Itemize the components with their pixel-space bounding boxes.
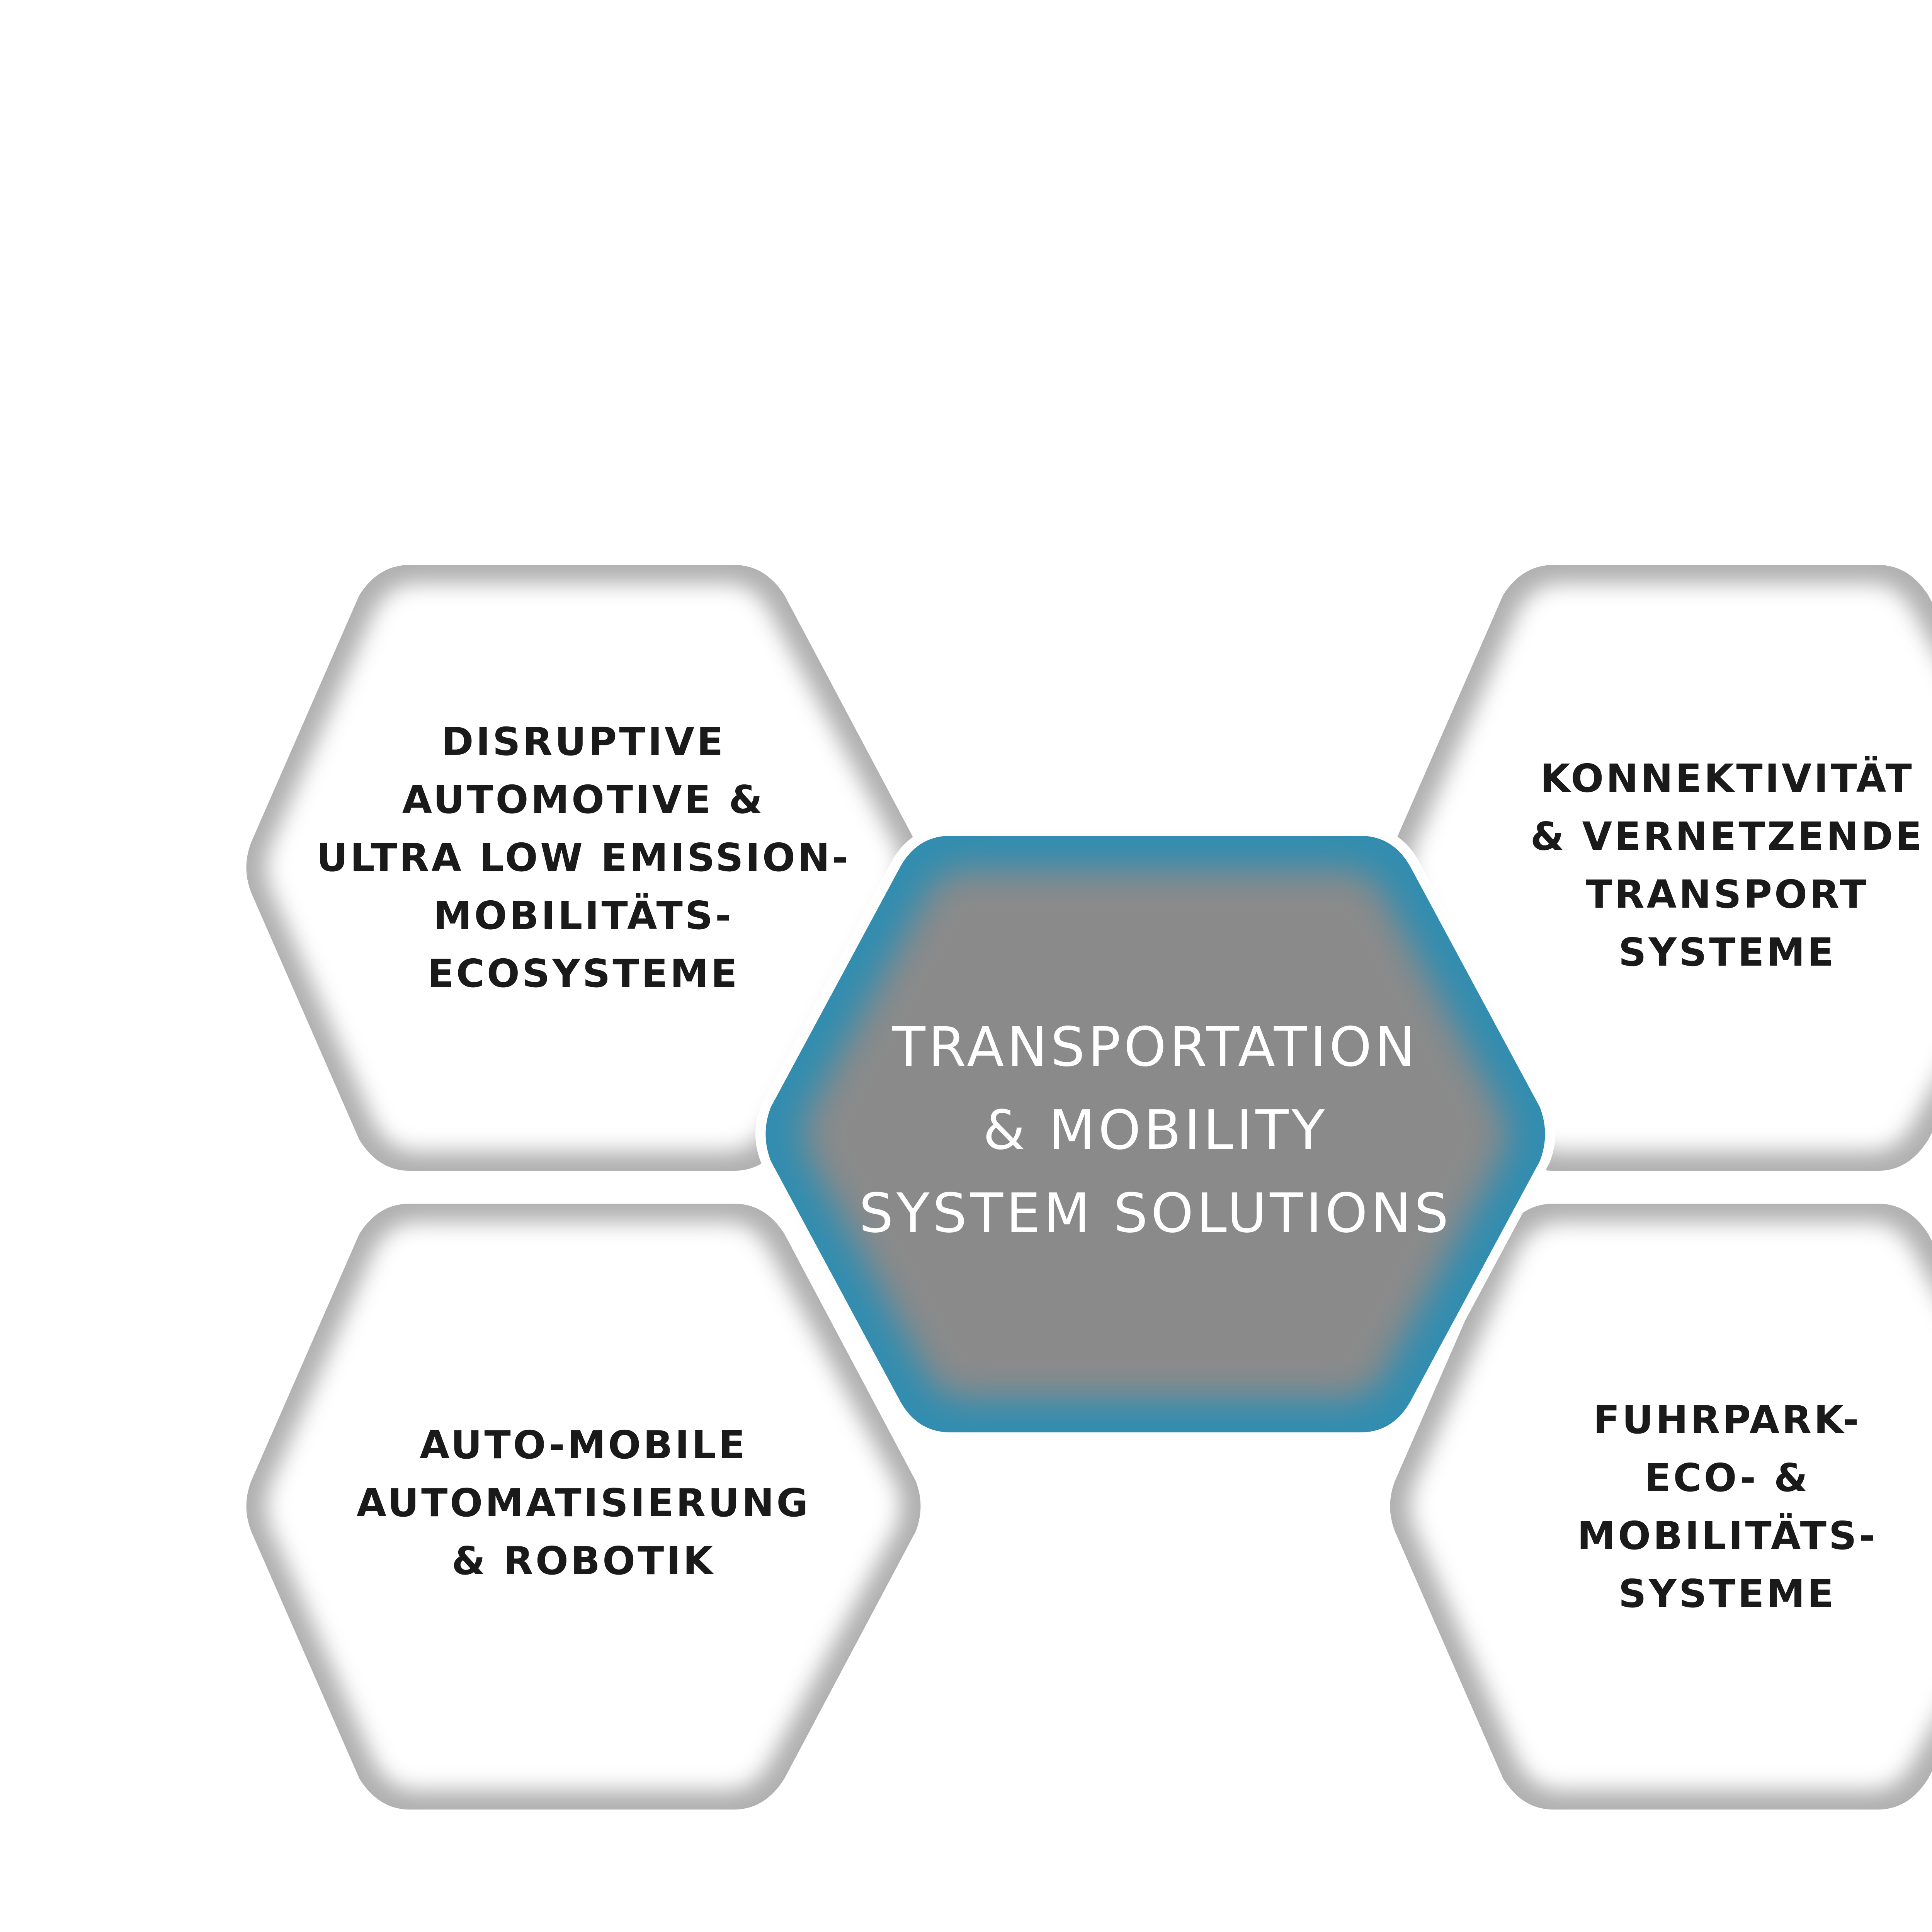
node-label-top-right: KONNEKTIVITÄT & VERNETZENDE TRANSPORT SY… xyxy=(1530,756,1924,975)
node-label-bottom-right: FUHRPARK- ECO- & MOBILITÄTS- SYSTEME xyxy=(1577,1397,1878,1616)
node-label-top-left: DISRUPTIVE AUTOMOTIVE & ULTRA LOW EMISSI… xyxy=(316,719,851,996)
hex-bottom-right xyxy=(1390,1204,1932,1810)
node-label-bottom-left: AUTO-MOBILE AUTOMATISIERUNG & ROBOTIK xyxy=(356,1422,811,1583)
hex-top-right xyxy=(1390,565,1932,1171)
hex-bottom-left xyxy=(246,1204,921,1810)
center-label: TRANSPORTATION & MOBILITY SYSTEM SOLUTIO… xyxy=(859,1015,1452,1245)
hex-top-left xyxy=(246,565,921,1171)
hex-center xyxy=(755,827,1555,1441)
